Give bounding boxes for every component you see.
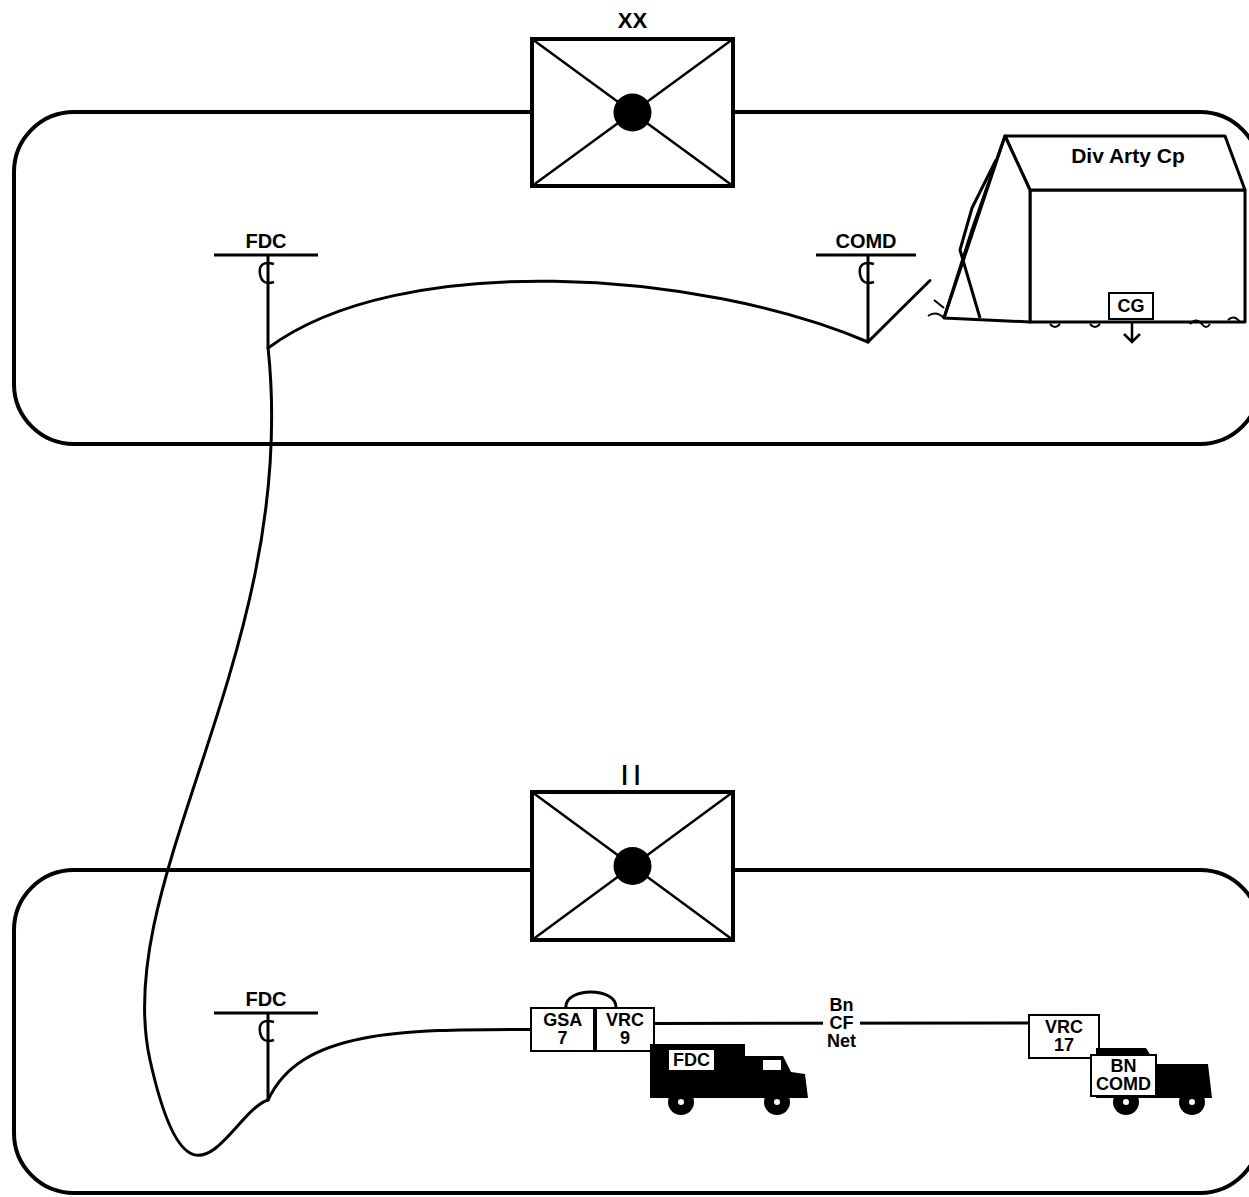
truck-window xyxy=(763,1060,781,1070)
wire-connector xyxy=(268,1029,530,1100)
drawing-stroke xyxy=(816,254,916,257)
truck-placard: FDC xyxy=(667,1048,716,1072)
drawing-stroke xyxy=(532,792,733,940)
switchboard-symbol: FDC xyxy=(214,988,318,1100)
truck-body xyxy=(650,1044,808,1098)
truck-hub xyxy=(1189,1099,1195,1105)
truck-wheel xyxy=(668,1089,694,1115)
node-label: VRC 9 xyxy=(606,1011,644,1048)
net-label: Bn CF Net xyxy=(823,996,860,1051)
node-label: COMD xyxy=(816,230,916,252)
node-label: FDC xyxy=(673,1051,710,1069)
truck-wheel xyxy=(1179,1089,1205,1115)
node-label: GSA 7 xyxy=(543,1011,581,1048)
unit-symbol xyxy=(530,790,735,942)
switchboard-symbol: FDC xyxy=(214,230,318,348)
tent-outline xyxy=(1030,190,1245,322)
drawing-stroke xyxy=(867,255,870,342)
tent-outline xyxy=(944,136,1005,318)
radio-set-box: VRC 17 xyxy=(1028,1014,1100,1059)
radio-set-box: GSA 7 xyxy=(530,1007,595,1052)
tent-outline xyxy=(1005,136,1245,190)
battalion-region: IIFDCGSA 7VRC 9FDCVRC 17BN COMD xyxy=(12,868,1249,1195)
node-label: Div Arty Cp xyxy=(1022,144,1234,168)
radio-set-box: VRC 9 xyxy=(595,1007,655,1052)
truck-hub xyxy=(1123,1099,1129,1105)
node-label: XX xyxy=(530,10,735,32)
wire-connector xyxy=(868,281,930,343)
wire-connector xyxy=(268,281,868,348)
drawing-stroke xyxy=(532,39,733,186)
truck-wheel xyxy=(764,1089,790,1115)
drawing-stroke xyxy=(267,255,270,348)
division-region: XXFDCCOMDDiv Arty CpCG xyxy=(12,110,1249,446)
drawing-stroke xyxy=(214,254,318,257)
command-truck: BN COMD xyxy=(1088,1040,1216,1118)
sign-stake xyxy=(1124,322,1140,342)
drawing-stroke xyxy=(267,1013,270,1100)
sign-board: CG xyxy=(1108,292,1154,320)
tent-outline xyxy=(960,160,996,318)
unit-frame xyxy=(532,792,733,940)
switchboard-symbol: COMD xyxy=(816,230,916,342)
node-label: CG xyxy=(1118,297,1145,315)
unit-frame xyxy=(532,39,733,186)
node-label: BN COMD xyxy=(1096,1057,1151,1094)
fdc-truck: FDC xyxy=(645,1040,810,1116)
drawing-stroke xyxy=(532,39,733,186)
drawing-stroke xyxy=(532,792,733,940)
command-post-tent: Div Arty Cp CG xyxy=(930,130,1248,345)
artillery-dot xyxy=(614,94,652,132)
node-label: FDC xyxy=(214,230,318,252)
drawing-stroke xyxy=(214,1012,318,1015)
unit-symbol xyxy=(530,37,735,188)
artillery-dot xyxy=(614,847,652,885)
truck-placard: BN COMD xyxy=(1090,1054,1157,1097)
wire-connector xyxy=(566,992,616,1007)
node-label: II xyxy=(520,760,746,790)
drawing-stroke xyxy=(928,300,944,318)
node-label: FDC xyxy=(214,988,318,1010)
truck-hub xyxy=(774,1099,780,1105)
tent-outline xyxy=(944,136,1030,322)
wire-connector xyxy=(144,348,271,1155)
node-label: VRC 17 xyxy=(1045,1018,1083,1055)
truck-hub xyxy=(678,1099,684,1105)
